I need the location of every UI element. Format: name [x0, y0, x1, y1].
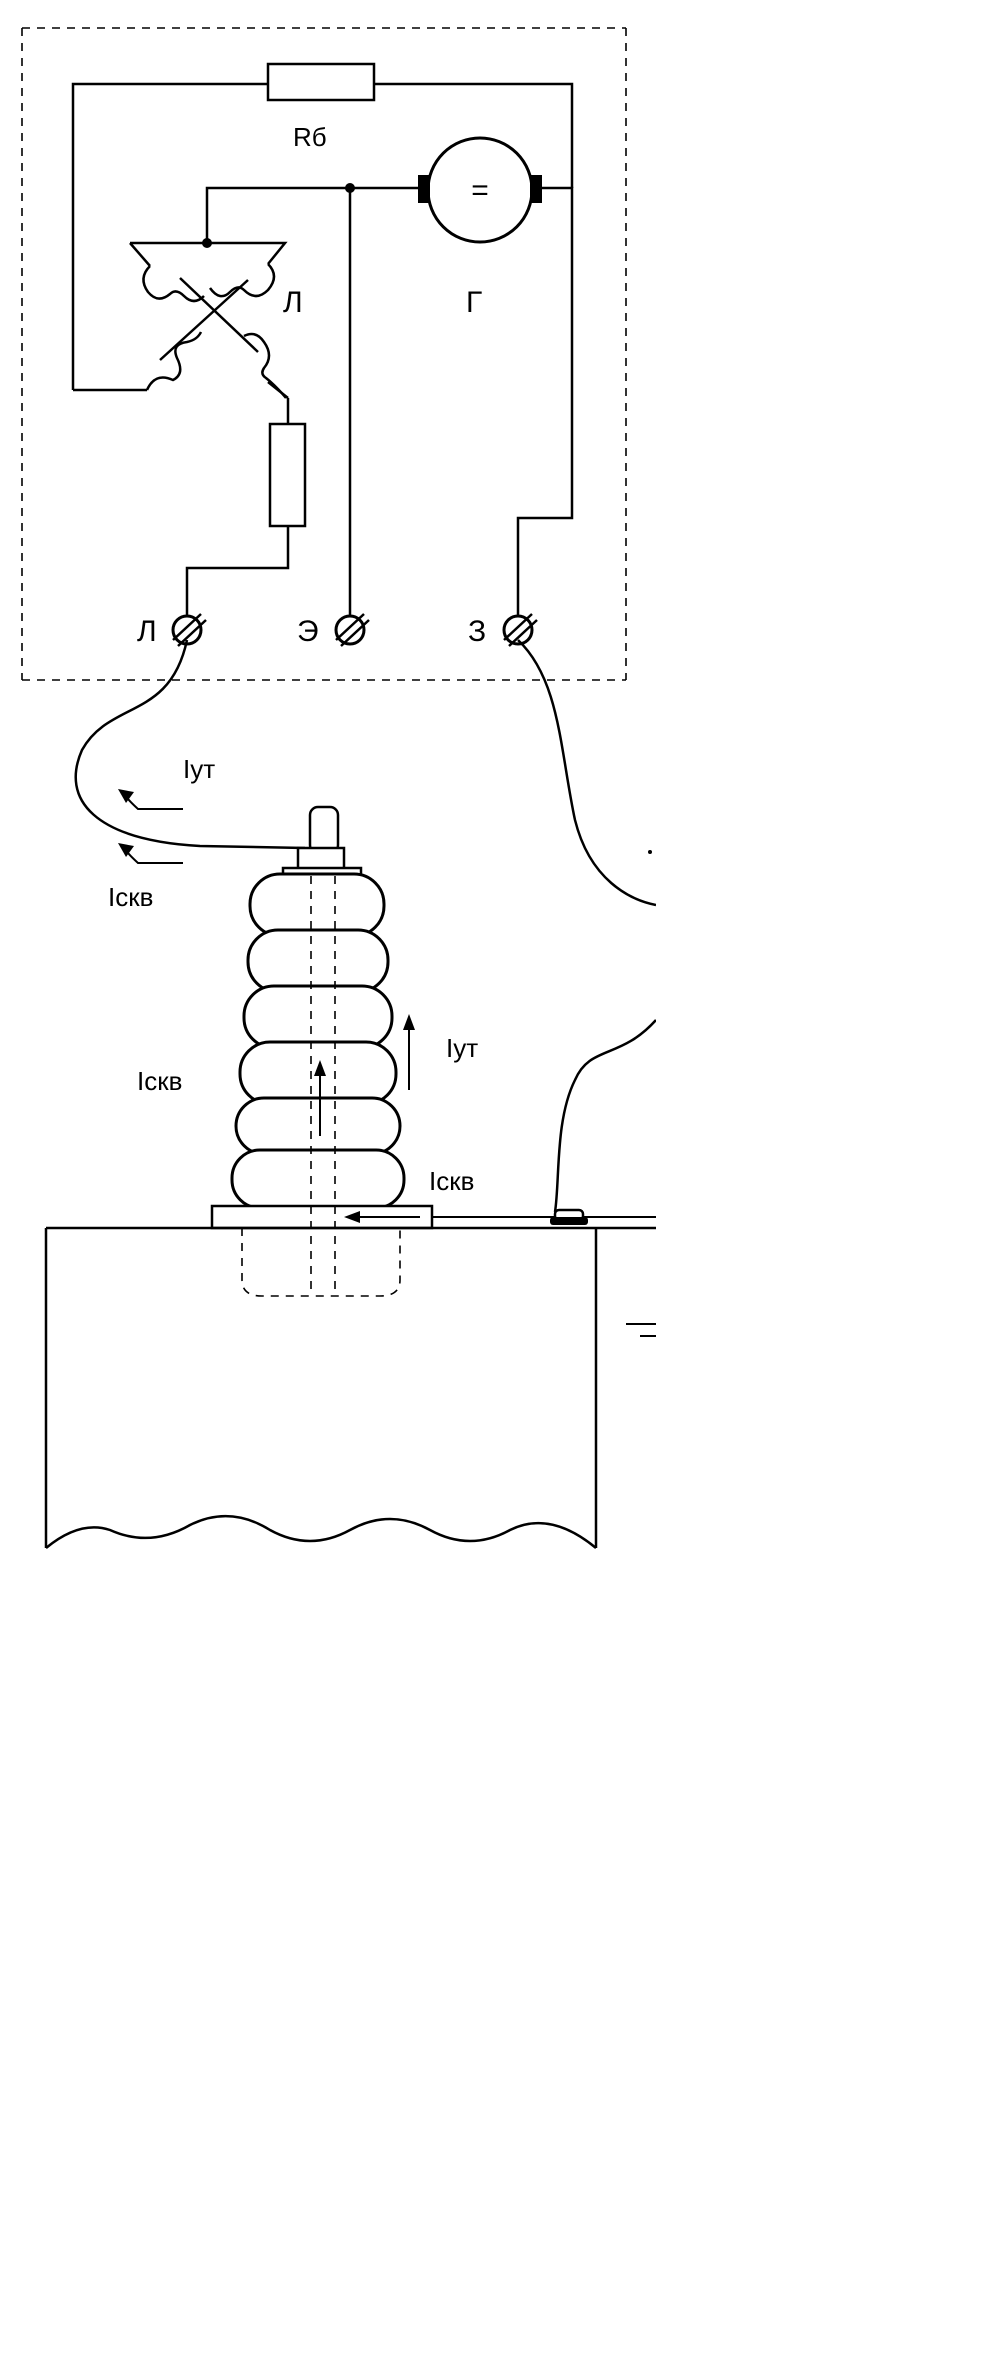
current-through-side-label: Iскв — [137, 1066, 182, 1096]
arrow-through-current-center — [314, 1060, 326, 1136]
current-leak-side-label: Iут — [446, 1033, 478, 1063]
terminal-line[interactable] — [171, 613, 207, 647]
current-through-base-label: Iскв — [429, 1166, 474, 1196]
current-leak-top-label: Iут — [183, 754, 215, 784]
current-through-top-label: Iскв — [108, 882, 153, 912]
terminal-ground-label: З — [468, 615, 486, 648]
generator-label: Г — [466, 286, 482, 319]
terminal-screen[interactable] — [334, 613, 370, 647]
resistor-label: Rб — [293, 122, 327, 152]
bushing-stud — [308, 805, 340, 855]
generator: = — [418, 136, 542, 244]
generator-brush-right — [530, 175, 542, 203]
arrow-through-current-base — [344, 1211, 420, 1223]
bushing-shed — [246, 928, 390, 994]
internal-wiring — [71, 62, 574, 620]
arrow-through-current-top — [118, 843, 183, 864]
arrow-leak-current-top — [118, 789, 183, 810]
test-lead-ground — [517, 639, 656, 907]
test-lead-line — [74, 639, 306, 850]
bushing-nut — [296, 846, 346, 872]
bushing-shed — [230, 1148, 406, 1210]
megohmmeter-insulation-test-diagram: Л = Г Rб Л Э З Iут Iскв — [21, 27, 656, 1549]
test-lead-ground-return — [553, 1019, 656, 1213]
ratio-meter-logometer — [129, 241, 289, 399]
generator-brush-left — [418, 175, 430, 203]
bushing-shed — [234, 1096, 402, 1156]
speck — [648, 850, 652, 854]
transformer-tank — [44, 1216, 656, 1549]
ground-clamp[interactable] — [550, 1208, 588, 1225]
terminal-line-label: Л — [137, 615, 157, 648]
terminal-ground[interactable] — [502, 613, 538, 647]
series-resistor — [268, 422, 307, 528]
bushing-shed — [248, 872, 386, 938]
bushing-shed — [242, 984, 394, 1050]
resistor-r-b — [266, 62, 376, 102]
ratio-meter-label: Л — [283, 286, 303, 319]
terminal-screen-label: Э — [297, 615, 319, 648]
arrow-leak-current-side — [403, 1014, 415, 1090]
megohmmeter-enclosure — [21, 27, 627, 681]
generator-dc-symbol: = — [471, 174, 489, 207]
bushing-insulator — [210, 805, 434, 1297]
